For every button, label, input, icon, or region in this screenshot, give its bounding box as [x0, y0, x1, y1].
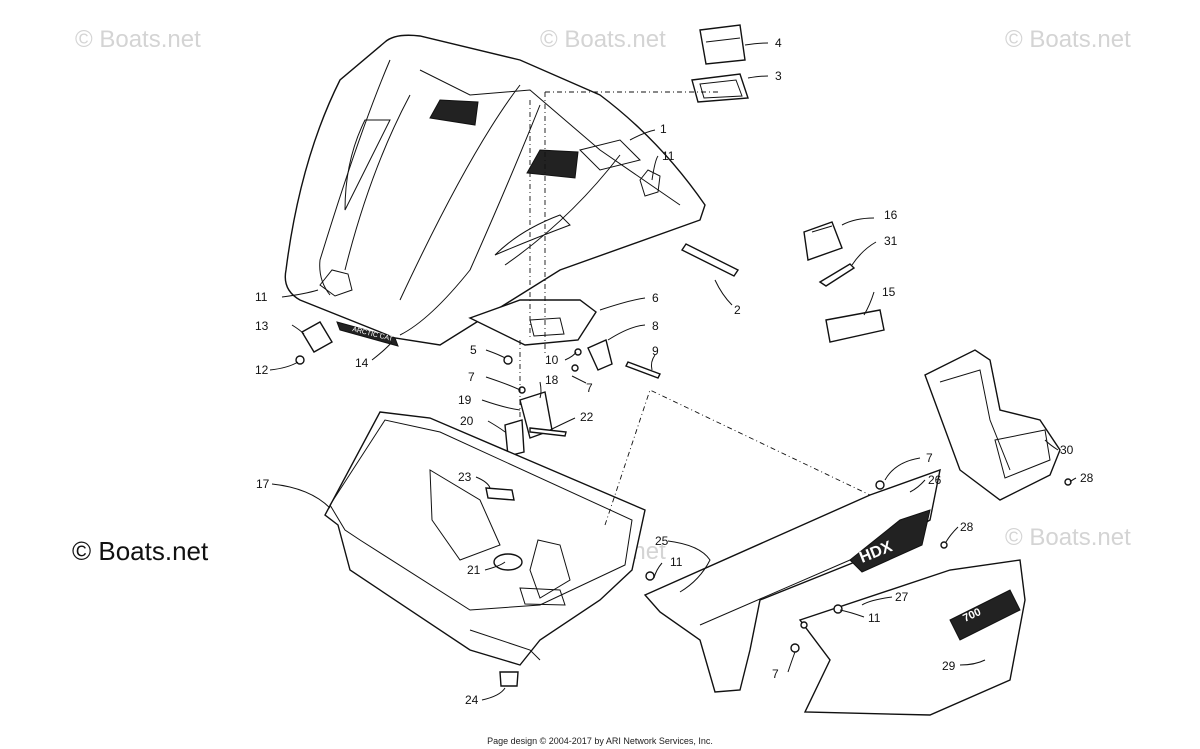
- callout-7: 7: [926, 451, 933, 465]
- callout-11: 11: [670, 555, 683, 569]
- callout-24: 24: [465, 693, 479, 707]
- accessory-parts: [803, 221, 885, 343]
- leader-lines: [269, 42, 1077, 701]
- callout-22: 22: [580, 410, 594, 424]
- storage-compartment: [324, 411, 646, 687]
- callout-4: 4: [775, 36, 782, 50]
- callout-25: 25: [655, 534, 669, 548]
- callout-7: 7: [772, 667, 779, 681]
- callout-14: 14: [355, 356, 369, 370]
- callout-labels: 4 3 1 11 16 31 15 2 11 13 12 14 6 8 9 5 …: [255, 36, 1094, 707]
- callout-5: 5: [470, 343, 477, 357]
- vent-parts: [691, 24, 749, 103]
- callout-3: 3: [775, 69, 782, 83]
- callout-12: 12: [255, 363, 269, 377]
- callout-13: 13: [255, 319, 269, 333]
- lower-panel: 700: [790, 559, 1026, 716]
- callout-9: 9: [652, 344, 659, 358]
- callout-1: 1: [660, 122, 667, 136]
- callout-11: 11: [868, 611, 881, 625]
- callout-30: 30: [1060, 443, 1074, 457]
- callout-28: 28: [960, 520, 974, 534]
- callout-10: 10: [545, 353, 559, 367]
- callout-31: 31: [884, 234, 898, 248]
- watermark: © Boats.net: [540, 26, 666, 53]
- watermark: © Boats.net: [1005, 524, 1131, 551]
- callout-11: 11: [662, 149, 675, 163]
- boats-net-label: © Boats.net: [72, 536, 209, 566]
- callout-7: 7: [586, 381, 593, 395]
- callout-8: 8: [652, 319, 659, 333]
- callout-16: 16: [884, 208, 898, 222]
- callout-21: 21: [467, 563, 481, 577]
- assembly-lines: [519, 91, 871, 526]
- callout-2: 2: [734, 303, 741, 317]
- callout-29: 29: [942, 659, 956, 673]
- callout-7: 7: [468, 370, 475, 384]
- callout-23: 23: [458, 470, 472, 484]
- callout-26: 26: [928, 473, 942, 487]
- callout-20: 20: [460, 414, 474, 428]
- side-panel: [924, 349, 1072, 549]
- callout-15: 15: [882, 285, 896, 299]
- watermark: © Boats.net: [75, 26, 201, 53]
- callout-6: 6: [652, 291, 659, 305]
- callout-17: 17: [256, 477, 270, 491]
- footer-credit: Page design © 2004-2017 by ARI Network S…: [487, 736, 713, 746]
- callout-11: 11: [255, 290, 268, 304]
- callout-28: 28: [1080, 471, 1094, 485]
- weather-strip: [680, 243, 740, 277]
- callout-27: 27: [895, 590, 909, 604]
- front-fascia: HDX: [643, 468, 941, 693]
- callout-19: 19: [458, 393, 472, 407]
- watermark: © Boats.net: [1005, 26, 1131, 53]
- hood: ARCTIC CAT: [284, 34, 706, 347]
- hood-latch-bracket: [295, 299, 661, 457]
- callout-18: 18: [545, 373, 559, 387]
